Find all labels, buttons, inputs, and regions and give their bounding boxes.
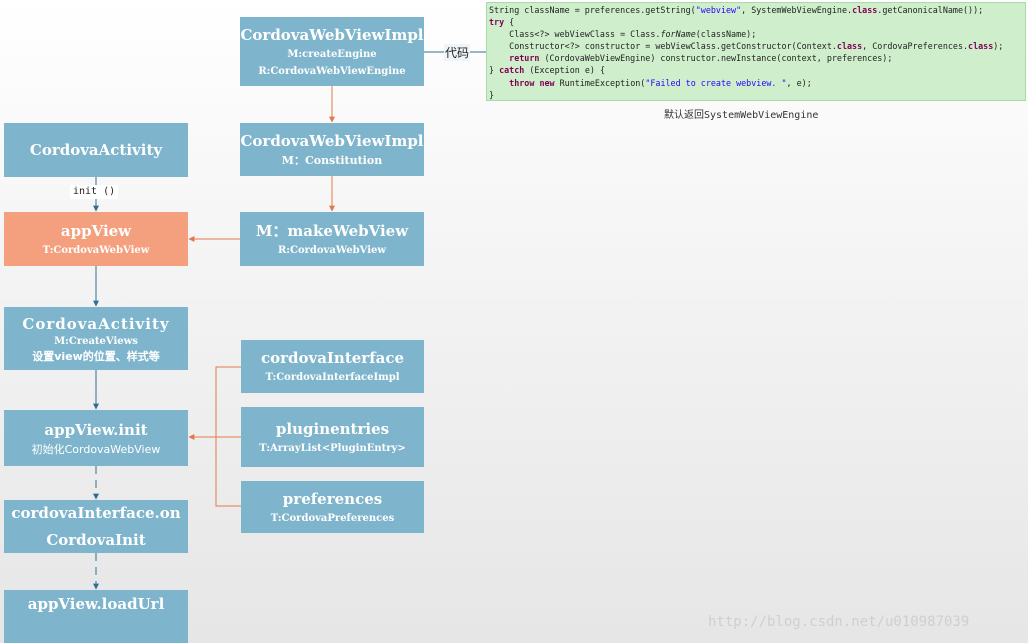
watermark: http://blog.csdn.net/u010987039 [708,614,970,630]
box-title: cordovaInterface.onCordovaInit [11,503,181,549]
box-title: appView [60,221,132,240]
box-appview-init: appView.init 初始化CordovaWebView [4,410,188,466]
code-caption: 默认返回SystemWebViewEngine [664,110,819,121]
box-return: R:CordovaWebView [278,244,386,256]
box-cordova-webview-impl-createengine: CordovaWebViewImpl M:createEngine R:Cord… [240,17,424,86]
init-call-label: init () [70,185,119,199]
box-method: M:createEngine [287,48,377,60]
box-title: CordovaActivity [29,141,163,159]
box-title: appView.loadUrl [27,595,165,613]
box-appview-loadurl: appView.loadUrl [4,590,188,643]
box-type: T:CordovaWebView [42,244,150,256]
box-cordova-activity-createviews: CordovaActivity M:CreateViews 设置view的位置、… [4,307,188,370]
box-cordova-interface: cordovaInterface T:CordovaInterfaceImpl [241,340,424,393]
box-note: 设置view的位置、样式等 [32,349,160,363]
box-cordova-activity: CordovaActivity [4,123,188,177]
box-title: CordovaWebViewImpl [240,132,424,150]
box-cordova-interface-oncordovainit: cordovaInterface.onCordovaInit [4,500,188,553]
box-pluginentries: pluginentries T:ArrayList<PluginEntry> [241,407,424,467]
box-title: pluginentries [275,419,390,438]
box-type: T:CordovaInterfaceImpl [265,372,400,383]
code-snippet: String className = preferences.getString… [486,2,1026,101]
box-preferences: preferences T:CordovaPreferences [241,481,424,533]
box-make-webview: M：makeWebView R:CordovaWebView [240,212,424,266]
box-note: 初始化CordovaWebView [31,442,161,456]
box-title: cordovaInterface [260,349,405,367]
box-type: T:CordovaPreferences [270,512,395,524]
box-method: M:CreateViews [54,335,138,347]
box-title: CordovaActivity [22,314,170,333]
box-type: T:ArrayList<PluginEntry> [259,442,406,454]
box-title: CordovaWebViewImpl [240,25,424,44]
box-title: appView.init [44,420,148,439]
box-method: M：Constitution [281,154,383,167]
code-label: 代码 [444,44,471,61]
box-title: preferences [282,489,383,508]
box-cordova-webview-impl-constitution: CordovaWebViewImpl M：Constitution [240,123,424,176]
box-title: M：makeWebView [255,221,409,240]
box-appview: appView T:CordovaWebView [4,212,188,266]
box-return: R:CordovaWebViewEngine [258,65,406,77]
